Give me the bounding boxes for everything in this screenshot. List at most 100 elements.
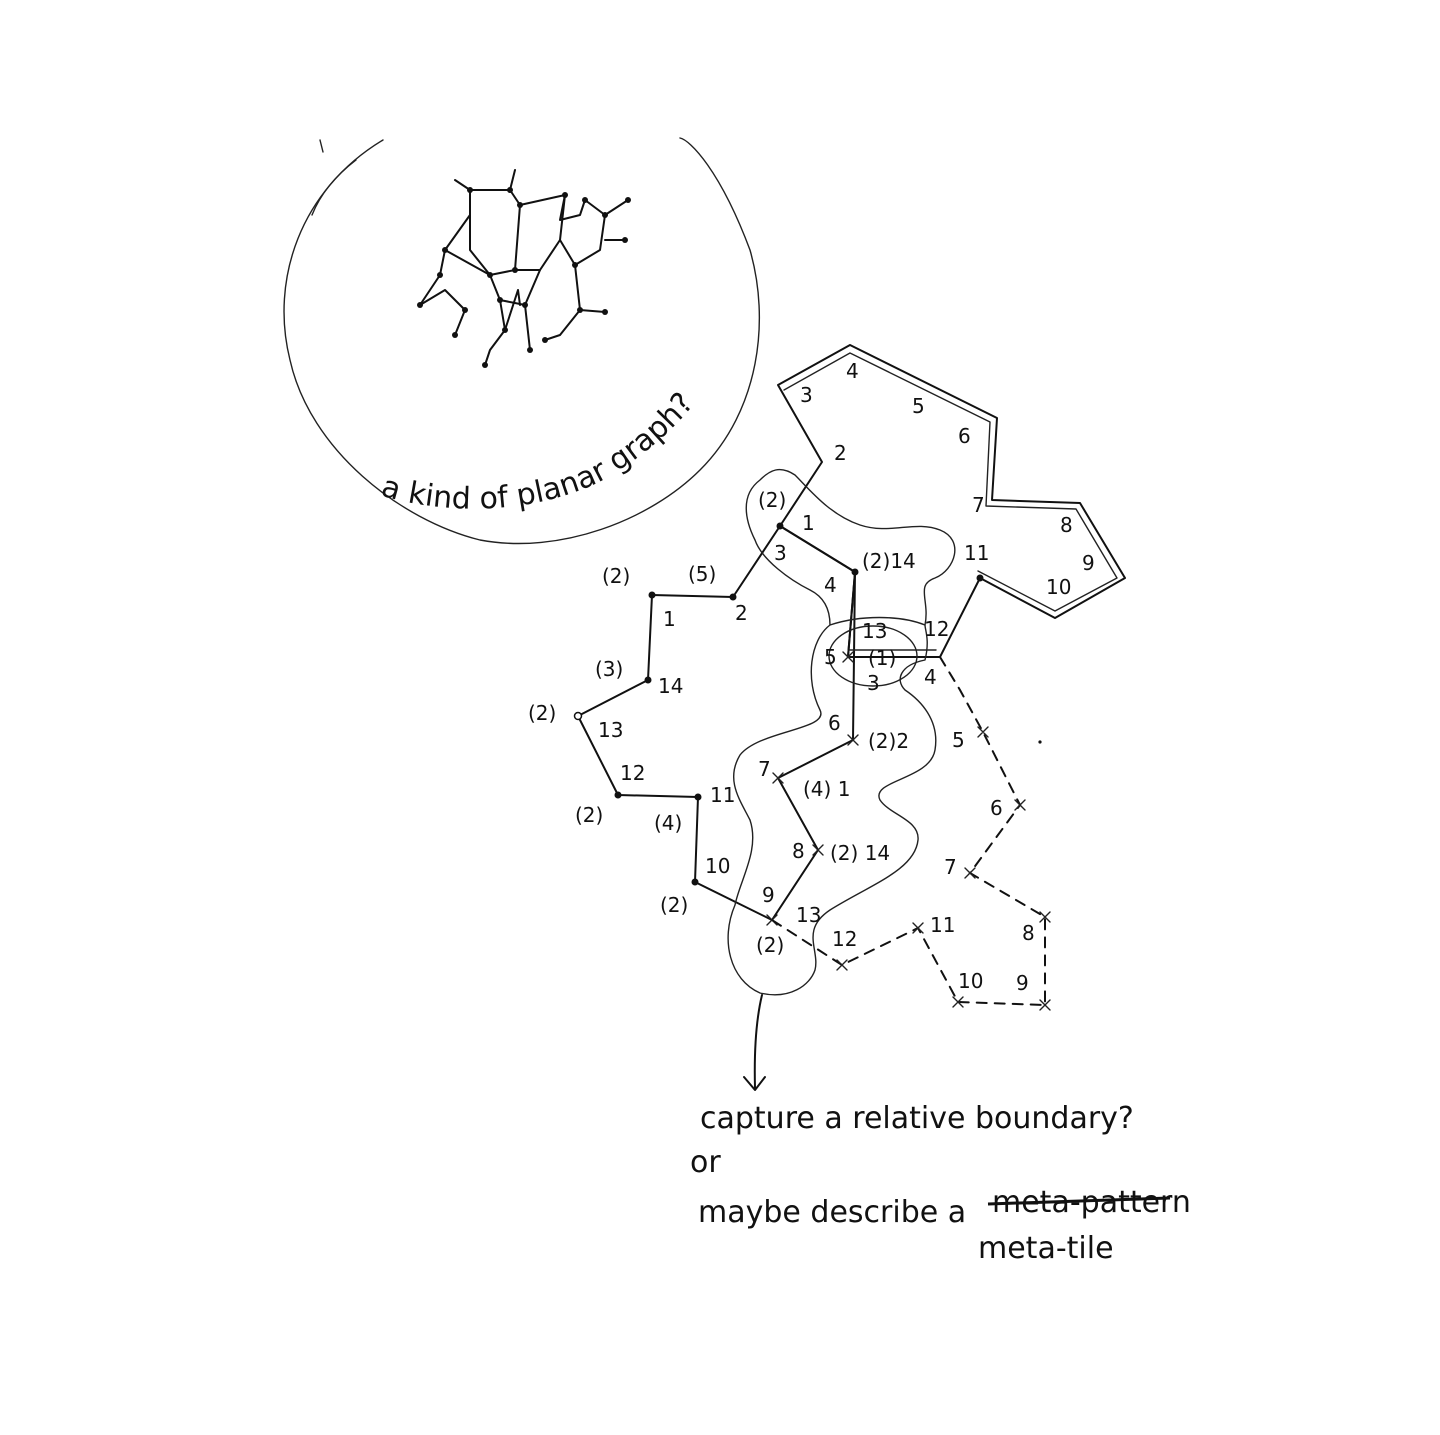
label-12: 12 bbox=[620, 761, 645, 785]
label-4b: 4 bbox=[924, 665, 937, 689]
blob-loops bbox=[727, 468, 956, 996]
note-correction: meta-tile bbox=[978, 1231, 1114, 1266]
note-line-2: or bbox=[690, 1145, 721, 1180]
vertex bbox=[648, 591, 656, 599]
vertex bbox=[644, 676, 652, 684]
left-boundary: (2) (5) 1 2 (3) 14 (2) 13 12 (2) (4) 11 … bbox=[528, 525, 781, 921]
label-13: 13 bbox=[862, 619, 887, 643]
graph-edge bbox=[574, 199, 629, 266]
vertex bbox=[573, 711, 583, 721]
vertex bbox=[976, 574, 984, 582]
tile-edge bbox=[779, 525, 856, 658]
graph-cell bbox=[469, 189, 521, 276]
bubble-stroke-fragment bbox=[311, 159, 357, 216]
label-p2-2: (2)2 bbox=[868, 729, 909, 753]
dashed-boundary bbox=[771, 656, 1051, 1011]
graph-edge bbox=[544, 309, 581, 341]
tile-label-10: 10 bbox=[1046, 575, 1071, 599]
label-p1: (1) bbox=[868, 646, 896, 670]
bubble-caption-text: a kind of planar graph? bbox=[378, 386, 701, 517]
tile-label-5: 5 bbox=[912, 394, 925, 418]
notes: capture a relative boundary? or maybe de… bbox=[690, 1101, 1191, 1266]
dashed-label-11: 11 bbox=[930, 913, 955, 937]
label-5: 5 bbox=[824, 645, 837, 669]
meta-tile-outline bbox=[776, 344, 1126, 658]
label-p2e: (2) bbox=[660, 893, 688, 917]
tile-outline-outer bbox=[777, 344, 1126, 658]
label-p2-top: (2) bbox=[758, 488, 786, 512]
label-2: 2 bbox=[735, 601, 748, 625]
spine-polyline bbox=[771, 571, 856, 921]
label-p3: (3) bbox=[595, 657, 623, 681]
dashed-x-markers bbox=[836, 726, 1051, 1011]
label-p5: (5) bbox=[688, 562, 716, 586]
label-12: 12 bbox=[924, 617, 949, 641]
arrow-head bbox=[743, 1076, 766, 1091]
inner-spine bbox=[766, 571, 941, 926]
dashed-labels: 5 6 7 8 9 10 11 12 bbox=[832, 728, 1035, 995]
blob-upper bbox=[745, 468, 956, 626]
label-3: 3 bbox=[774, 541, 787, 565]
bubble-caption: a kind of planar graph? bbox=[378, 386, 701, 517]
tile-outline-inner bbox=[783, 352, 1118, 612]
tile-labels: 3 4 5 6 2 7 8 9 10 11 bbox=[800, 359, 1095, 599]
label-p2: (2) bbox=[602, 564, 630, 588]
vertex bbox=[694, 793, 702, 801]
label-p4-1: (4) 1 bbox=[803, 777, 850, 801]
label-1: 1 bbox=[802, 511, 815, 535]
stray-dot bbox=[1038, 740, 1042, 744]
graph-edge bbox=[559, 194, 606, 221]
planar-graph bbox=[417, 169, 631, 368]
tile-label-7: 7 bbox=[972, 493, 985, 517]
tile-label-3: 3 bbox=[800, 383, 813, 407]
dashed-label-6: 6 bbox=[990, 796, 1003, 820]
tile-label-8: 8 bbox=[1060, 513, 1073, 537]
graph-edge bbox=[484, 299, 531, 366]
label-7: 7 bbox=[758, 757, 771, 781]
graph-edge bbox=[454, 169, 626, 241]
tile-label-11: 11 bbox=[964, 541, 989, 565]
bubble-outline bbox=[283, 137, 761, 545]
dashed-polyline bbox=[771, 656, 1046, 1007]
graph-edge bbox=[419, 274, 466, 311]
vertex bbox=[691, 878, 699, 886]
vertex bbox=[729, 593, 737, 601]
dashed-label-12: 12 bbox=[832, 927, 857, 951]
tile-label-9: 9 bbox=[1082, 551, 1095, 575]
arrow-shaft bbox=[753, 994, 763, 1089]
label-6: 6 bbox=[828, 711, 841, 735]
tile-label-4: 4 bbox=[846, 359, 859, 383]
graph-edge bbox=[439, 214, 471, 276]
label-p2d: (2) bbox=[575, 803, 603, 827]
note-line-1: capture a relative boundary? bbox=[700, 1101, 1134, 1136]
graph-edge bbox=[454, 289, 521, 336]
blob-inner-oval bbox=[828, 625, 918, 687]
label-1: 1 bbox=[663, 607, 676, 631]
label-9: 9 bbox=[762, 883, 775, 907]
dashed-label-8: 8 bbox=[1022, 921, 1035, 945]
strikethrough-line bbox=[987, 1196, 1171, 1206]
label-13: 13 bbox=[598, 718, 623, 742]
label-p2-14: (2)14 bbox=[862, 549, 916, 573]
label-11: 11 bbox=[710, 783, 735, 807]
dashed-label-9: 9 bbox=[1016, 971, 1029, 995]
blob-lower bbox=[727, 624, 937, 996]
dashed-label-10: 10 bbox=[958, 969, 983, 993]
arrow-to-notes bbox=[743, 994, 766, 1091]
dashed-label-5: 5 bbox=[952, 728, 965, 752]
label-13b: 13 bbox=[796, 903, 821, 927]
tile-label-6: 6 bbox=[958, 424, 971, 448]
planar-graph-bubble: a kind of planar graph? bbox=[283, 137, 761, 545]
graph-edge bbox=[444, 249, 541, 306]
label-p2-14b: (2) 14 bbox=[830, 841, 890, 865]
loop-labels: (2) 1 3 4 (2)14 13 5 (1) 3 4 12 6 (2)2 7… bbox=[756, 488, 949, 957]
graph-vertices bbox=[417, 187, 631, 368]
bubble-tick bbox=[319, 139, 324, 153]
label-3b: 3 bbox=[867, 671, 880, 695]
label-14: 14 bbox=[658, 674, 683, 698]
label-10: 10 bbox=[705, 854, 730, 878]
label-4: 4 bbox=[824, 573, 837, 597]
graph-edge bbox=[559, 239, 606, 313]
label-p2c: (2) bbox=[528, 701, 556, 725]
